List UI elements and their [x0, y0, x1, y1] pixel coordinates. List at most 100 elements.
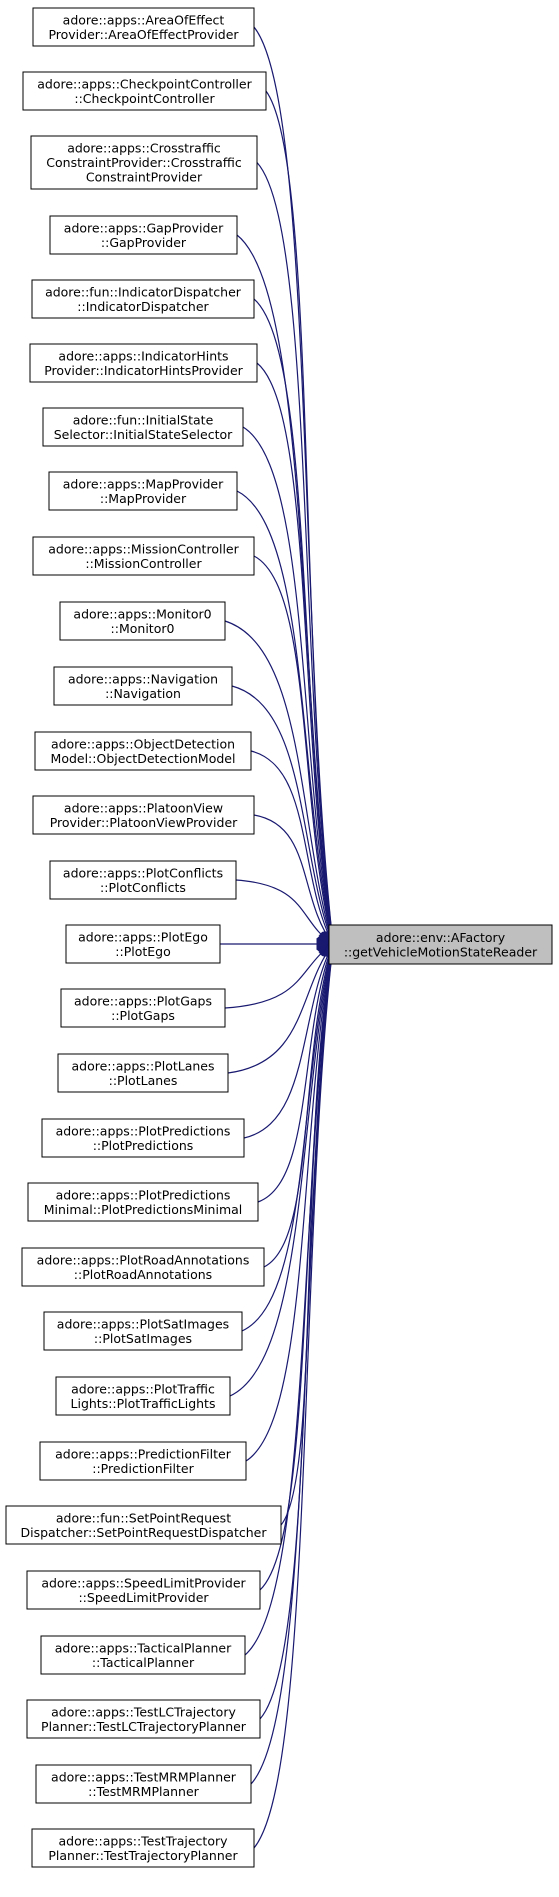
caller-node-platoonview[interactable]: adore::apps::PlatoonViewProvider::Platoo… [32, 795, 255, 835]
caller-node-predictionfilter-label-line: adore::apps::PredictionFilter [55, 1446, 232, 1461]
call-edge-group [227, 943, 334, 1074]
call-edge-group [224, 620, 334, 945]
call-edge-group [253, 298, 334, 945]
caller-node-plotlanes-label-line: adore::apps::PlotLanes [72, 1058, 215, 1073]
caller-node-crosstraffic-label-line: ConstraintProvider [86, 170, 203, 185]
caller-node-plotsatimages[interactable]: adore::apps::PlotSatImages::PlotSatImage… [43, 1311, 243, 1351]
caller-node-platoonview-label-line: adore::apps::PlatoonView [64, 800, 223, 815]
caller-node-crosstraffic-label-line: ConstraintProvider::Crosstraffic [46, 155, 242, 170]
caller-node-gapprovider-label-line: ::GapProvider [101, 235, 187, 250]
caller-node-objectdetection-box [34, 731, 252, 771]
caller-node-plottrafficlights-label-line: adore::apps::PlotTraffic [71, 1381, 215, 1396]
caller-node-testmrmplanner-box [35, 1764, 252, 1804]
call-edge [253, 555, 334, 945]
caller-node-navigation[interactable]: adore::apps::Navigation::Navigation [53, 666, 233, 706]
caller-node-navigation-label-line: adore::apps::Navigation [68, 671, 218, 686]
caller-node-plotlanes[interactable]: adore::apps::PlotLanes::PlotLanes [57, 1053, 229, 1093]
call-edge [229, 943, 334, 1397]
caller-node-tacticalplanner-box [40, 1635, 246, 1675]
caller-node-indicatorhints-label-line: Provider::IndicatorHintsProvider [44, 363, 243, 378]
caller-node-indicatorhints[interactable]: adore::apps::IndicatorHintsProvider::Ind… [29, 343, 258, 383]
call-edge [242, 426, 334, 945]
caller-node-plotpredictions-box [41, 1118, 245, 1158]
caller-node-crosstraffic[interactable]: adore::apps::CrosstrafficConstraintProvi… [30, 135, 258, 190]
caller-node-indicatordispatcher-label-line: adore::fun::IndicatorDispatcher [45, 284, 242, 299]
caller-node-testtrajectory[interactable]: adore::apps::TestTrajectoryPlanner::Test… [31, 1828, 255, 1868]
caller-node-plotroadannotations-label-line: adore::apps::PlotRoadAnnotations [37, 1252, 250, 1267]
call-edge-group [256, 362, 334, 945]
call-edge-group [235, 879, 334, 945]
call-edge-group [243, 943, 334, 1139]
target-node-label-line: adore::env::AFactory [376, 930, 506, 945]
call-edge-group [236, 490, 334, 945]
caller-node-indicatordispatcher[interactable]: adore::fun::IndicatorDispatcher::Indicat… [31, 279, 255, 319]
caller-node-testlctrajectory-label-line: adore::apps::TestLCTrajectory [51, 1704, 236, 1719]
caller-node-plottrafficlights-label-line: Lights::PlotTrafficLights [71, 1396, 216, 1411]
caller-node-plotego[interactable]: adore::apps::PlotEgo::PlotEgo [65, 924, 221, 964]
caller-node-testlctrajectory-label-line: Planner::TestLCTrajectoryPlanner [41, 1719, 247, 1734]
caller-node-objectdetection[interactable]: adore::apps::ObjectDetectionModel::Objec… [34, 731, 252, 771]
caller-node-plotroadannotations-label-line: ::PlotRoadAnnotations [74, 1267, 212, 1282]
caller-node-initialstate-label-line: Selector::InitialStateSelector [54, 427, 233, 442]
caller-node-plottrafficlights[interactable]: adore::apps::PlotTrafficLights::PlotTraf… [55, 1376, 231, 1416]
caller-node-gapprovider-box [49, 215, 238, 255]
call-edge [256, 162, 334, 945]
target-node[interactable]: adore::env::AFactory::getVehicleMotionSt… [328, 924, 553, 965]
call-edge [265, 90, 334, 945]
call-edge [259, 943, 334, 1591]
caller-node-plotpredictions-label-line: ::PlotPredictions [93, 1138, 194, 1153]
caller-node-mapprovider-box [48, 471, 238, 511]
caller-node-plotpredictionsminimal-label-line: adore::apps::PlotPredictions [56, 1187, 231, 1202]
caller-node-checkpoint[interactable]: adore::apps::CheckpointController::Check… [22, 71, 267, 111]
caller-node-testlctrajectory[interactable]: adore::apps::TestLCTrajectoryPlanner::Te… [26, 1699, 261, 1739]
call-edge-group [236, 234, 334, 945]
caller-node-plotgaps[interactable]: adore::apps::PlotGaps::PlotGaps [60, 988, 226, 1028]
caller-node-testlctrajectory-box [26, 1699, 261, 1739]
caller-node-setpointrequest[interactable]: adore::fun::SetPointRequestDispatcher::S… [5, 1505, 282, 1545]
call-edge [241, 943, 334, 1332]
caller-node-setpointrequest-label-line: adore::fun::SetPointRequest [56, 1510, 231, 1525]
caller-node-plotconflicts-label-line: adore::apps::PlotConflicts [63, 865, 223, 880]
call-edge [244, 943, 334, 1656]
caller-node-plotpredictionsminimal[interactable]: adore::apps::PlotPredictionsMinimal::Plo… [27, 1182, 259, 1222]
caller-node-plotpredictionsminimal-box [27, 1182, 259, 1222]
call-edge-group [253, 555, 334, 945]
caller-node-platoonview-label-line: Provider::PlatoonViewProvider [50, 815, 238, 830]
caller-node-setpointrequest-label-line: Dispatcher::SetPointRequestDispatcher [20, 1525, 267, 1540]
caller-node-tacticalplanner[interactable]: adore::apps::TacticalPlanner::TacticalPl… [40, 1635, 246, 1675]
caller-node-speedlimit[interactable]: adore::apps::SpeedLimitProvider::SpeedLi… [26, 1570, 261, 1610]
caller-node-plotconflicts-box [49, 860, 237, 900]
graph-nodes: adore::apps::AreaOfEffectProvider::AreaO… [5, 7, 553, 1868]
caller-node-plotpredictions[interactable]: adore::apps::PlotPredictions::PlotPredic… [41, 1118, 245, 1158]
call-edge [250, 750, 334, 945]
caller-node-tacticalplanner-label-line: ::TacticalPlanner [92, 1655, 195, 1670]
caller-node-plotconflicts-label-line: ::PlotConflicts [100, 880, 186, 895]
caller-node-areaofeffect-label-line: Provider::AreaOfEffectProvider [48, 27, 239, 42]
caller-node-mapprovider[interactable]: adore::apps::MapProvider::MapProvider [48, 471, 238, 511]
call-edge [231, 685, 334, 945]
call-edge-group [253, 814, 334, 945]
caller-node-predictionfilter[interactable]: adore::apps::PredictionFilter::Predictio… [39, 1441, 247, 1481]
call-edge-group [242, 426, 334, 945]
caller-node-gapprovider[interactable]: adore::apps::GapProvider::GapProvider [49, 215, 238, 255]
caller-node-plotroadannotations[interactable]: adore::apps::PlotRoadAnnotations::PlotRo… [21, 1247, 265, 1287]
caller-node-initialstate-box [42, 407, 244, 447]
caller-node-setpointrequest-box [5, 1505, 282, 1545]
target-node-label-line: ::getVehicleMotionStateReader [344, 944, 538, 959]
call-edge-group [257, 943, 334, 1203]
caller-node-testmrmplanner[interactable]: adore::apps::TestMRMPlanner::TestMRMPlan… [35, 1764, 252, 1804]
caller-node-plotconflicts[interactable]: adore::apps::PlotConflicts::PlotConflict… [49, 860, 237, 900]
caller-node-testtrajectory-label-line: adore::apps::TestTrajectory [58, 1833, 228, 1848]
caller-node-predictionfilter-box [39, 1441, 247, 1481]
caller-node-plotsatimages-box [43, 1311, 243, 1351]
call-edge [243, 943, 334, 1139]
caller-node-areaofeffect[interactable]: adore::apps::AreaOfEffectProvider::AreaO… [32, 7, 255, 47]
caller-node-initialstate[interactable]: adore::fun::InitialStateSelector::Initia… [42, 407, 244, 447]
caller-node-checkpoint-label-line: ::CheckpointController [74, 91, 215, 106]
caller-node-plotego-label-line: adore::apps::PlotEgo [78, 929, 208, 944]
caller-node-missioncontroller[interactable]: adore::apps::MissionController::MissionC… [32, 536, 255, 576]
caller-node-plottrafficlights-box [55, 1376, 231, 1416]
caller-node-indicatorhints-label-line: adore::apps::IndicatorHints [58, 348, 228, 363]
caller-node-monitor0[interactable]: adore::apps::Monitor0::Monitor0 [59, 601, 226, 641]
call-edge [256, 362, 334, 945]
